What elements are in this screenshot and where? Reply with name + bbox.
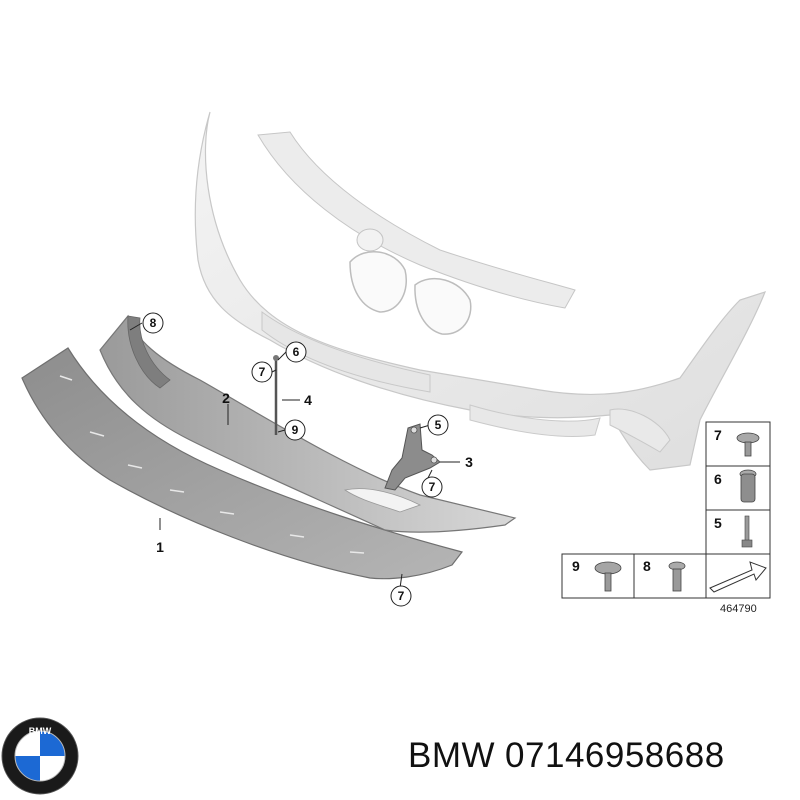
callout-3-label: 3	[465, 454, 473, 470]
caption-part-number: 07146958688	[505, 736, 725, 775]
callout-7c-label: 7	[398, 589, 405, 603]
callout-6-label: 6	[293, 345, 300, 359]
callout-1: 1	[156, 539, 164, 555]
legend-bolt-5-icon	[741, 515, 753, 548]
legend-screw-7-icon	[736, 432, 760, 457]
callout-5-label: 5	[435, 418, 442, 432]
callout-4-label: 4	[304, 392, 312, 408]
callout-7a-label: 7	[259, 365, 266, 379]
arrow-icon	[709, 561, 767, 593]
legend-nut-6-icon	[739, 469, 757, 503]
legend-screw-9-icon	[594, 561, 622, 592]
splitter-part-1	[21, 347, 464, 580]
leader-lines	[129, 322, 460, 589]
callout-6: 6	[285, 341, 307, 363]
callout-3: 3	[465, 454, 473, 470]
legend-screw-8-icon	[668, 561, 686, 592]
callout-8: 8	[142, 312, 164, 334]
callout-5: 5	[427, 414, 449, 436]
bracket-part-4	[273, 355, 279, 435]
legend-item-9-label: 9	[572, 558, 580, 574]
legend-item-8-label: 8	[643, 558, 651, 574]
trim-strip-part-2	[99, 314, 517, 533]
callout-7a: 7	[251, 361, 273, 383]
legend-item-5-label: 5	[714, 515, 722, 531]
fastener-legend: 7 6 5 9 8 464790	[561, 421, 771, 615]
callout-9: 9	[284, 419, 306, 441]
callout-7b-label: 7	[429, 480, 436, 494]
logo-text: BMW	[29, 726, 52, 736]
callout-9-label: 9	[292, 423, 299, 437]
caption-brand: BMW	[408, 736, 496, 775]
callout-2-label: 2	[222, 390, 230, 406]
callout-7b: 7	[421, 476, 443, 498]
front-bumper	[194, 111, 767, 471]
callout-4: 4	[304, 392, 312, 408]
callout-2: 2	[222, 390, 230, 406]
callout-1-label: 1	[156, 539, 164, 555]
callout-7c: 7	[390, 585, 412, 607]
holder-part-3	[384, 423, 441, 491]
legend-item-7-label: 7	[714, 427, 722, 443]
legend-item-6-label: 6	[714, 471, 722, 487]
bmw-logo: BMW	[1, 717, 79, 795]
reference-number: 464790	[720, 603, 757, 615]
callout-8-label: 8	[150, 316, 157, 330]
